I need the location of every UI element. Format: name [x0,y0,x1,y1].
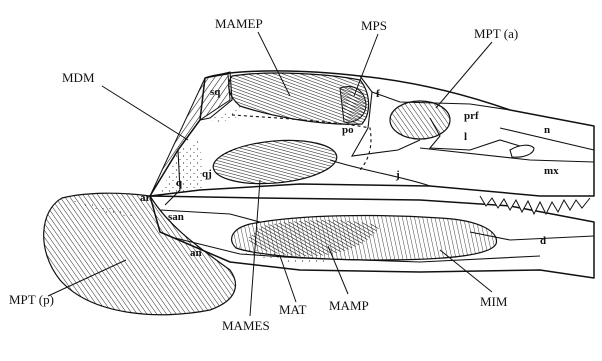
antorbital-opening [510,145,534,157]
label-mamp: MAMP [329,298,369,313]
bone-label-san: san [168,211,184,223]
muscle-mpt-p [44,193,236,315]
bone-label-qj: qj [202,168,212,180]
teeth [480,196,590,214]
label-mim: MIM [480,294,508,309]
maxilla-line [420,148,594,162]
label-mpt-p: MPT (p) [9,292,54,307]
bone-label-j: j [395,169,400,181]
bone-label-f: f [376,88,380,100]
bone-label-l: l [464,131,467,143]
bone-label-q: q [176,177,183,189]
jugal-bone [330,160,430,186]
muscle-mames [211,136,338,189]
bone-label-ar: ar [140,192,151,204]
bone-label-n: n [544,124,550,136]
bone-label-an: an [190,247,202,259]
label-mpt-a: MPT (a) [474,26,518,41]
label-mamep: MAMEP [215,16,263,31]
label-mames: MAMES [222,318,270,333]
bone-label-po: po [342,124,354,136]
muscle-mpt-a [390,101,450,139]
label-mat: MAT [279,302,307,317]
bone-label-d: d [540,235,546,247]
label-mdm: MDM [62,70,95,85]
bone-label-mx: mx [544,165,559,177]
bone-label-sq: sq [210,86,221,98]
bone-label-prf: prf [464,110,479,122]
label-mps: MPS [361,18,387,33]
